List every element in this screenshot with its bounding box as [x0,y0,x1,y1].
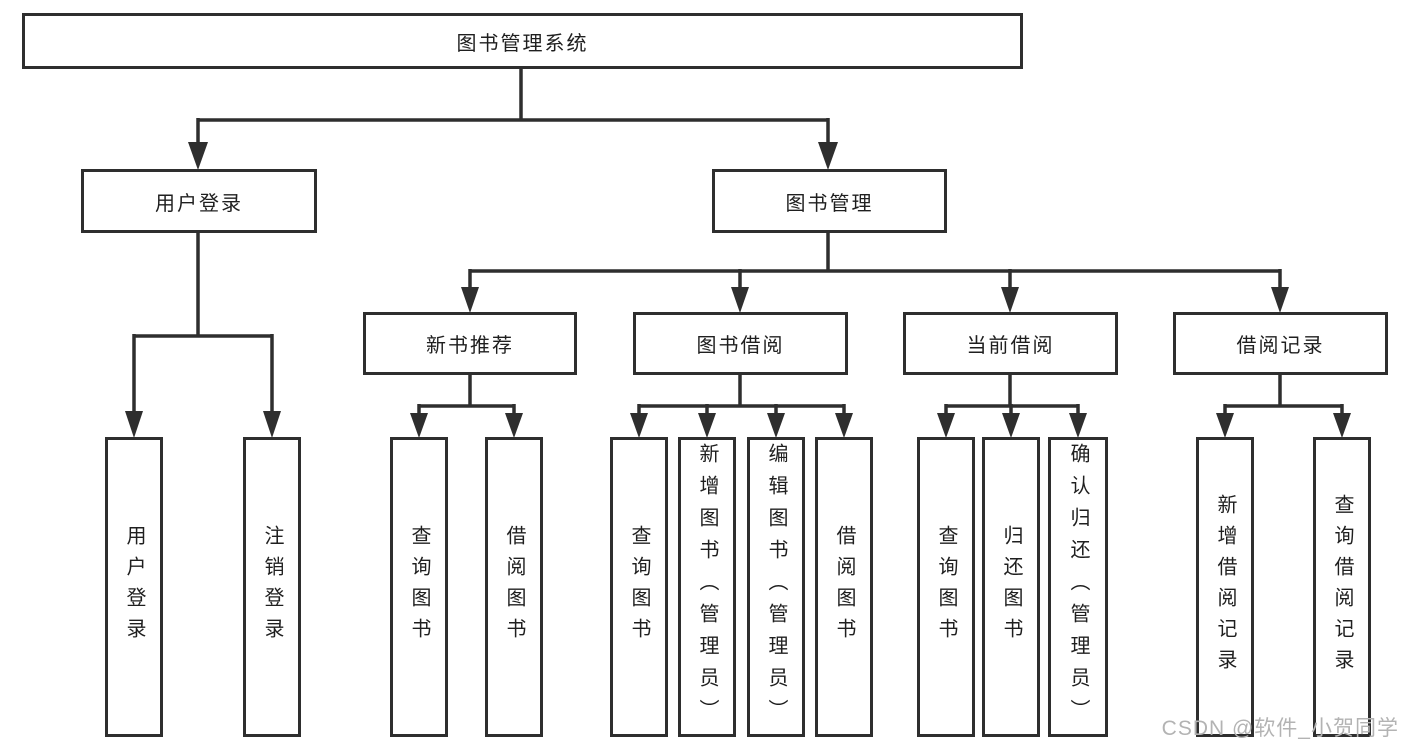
leaf-edit-books-admin: 编辑图书（管理员） [747,437,805,737]
leaf-borrow-books: 借阅图书 [815,437,873,737]
node-current-borrow: 当前借阅 [903,312,1118,375]
leaf-user-login: 用户登录 [105,437,163,737]
node-book-management: 图书管理 [712,169,947,233]
leaf-query-borrow-record: 查询借阅记录 [1313,437,1371,737]
node-root-system: 图书管理系统 [22,13,1023,69]
leaf-query-books-borrow: 查询图书 [610,437,668,737]
node-borrow-records: 借阅记录 [1173,312,1388,375]
leaf-borrow-books-recommend: 借阅图书 [485,437,543,737]
leaf-return-books: 归还图书 [982,437,1040,737]
node-book-borrow: 图书借阅 [633,312,848,375]
leaf-confirm-return-admin: 确认归还（管理员） [1048,437,1108,737]
leaf-add-borrow-record: 新增借阅记录 [1196,437,1254,737]
leaf-add-books-admin: 新增图书（管理员） [678,437,736,737]
leaf-logout: 注销登录 [243,437,301,737]
node-new-book-recommend: 新书推荐 [363,312,577,375]
watermark: CSDN @软件_小贺同学 [1161,717,1399,740]
node-user-login: 用户登录 [81,169,317,233]
leaf-query-books-recommend: 查询图书 [390,437,448,737]
leaf-query-books-current: 查询图书 [917,437,975,737]
